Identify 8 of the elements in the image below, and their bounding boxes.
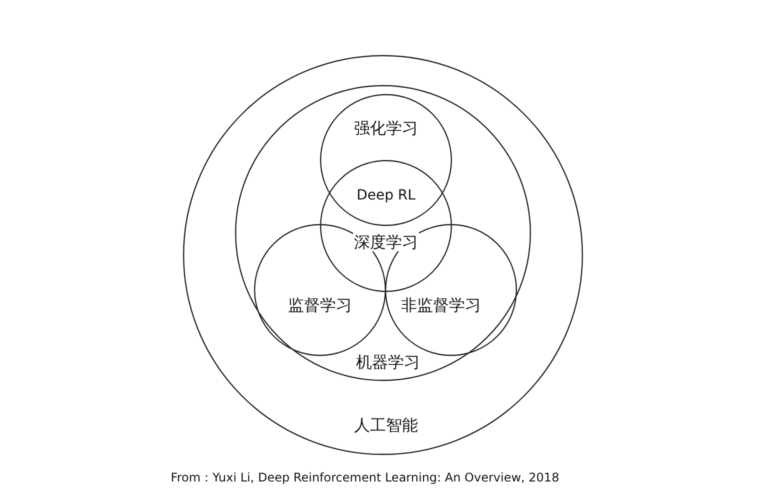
circle-label: 深度学习 [353,232,419,252]
caption: From：Yuxi Li, Deep Reinforcement Learning: An Overview, 2018 [170,470,560,486]
circle-label: 监督学习 [287,295,353,315]
circle-label: 机器学习 [355,352,421,372]
circle-label: 非监督学习 [400,295,482,315]
overlap-label: Deep RL [356,188,416,204]
circle-label: 强化学习 [353,118,419,138]
circle-label: 人工智能 [353,415,419,435]
